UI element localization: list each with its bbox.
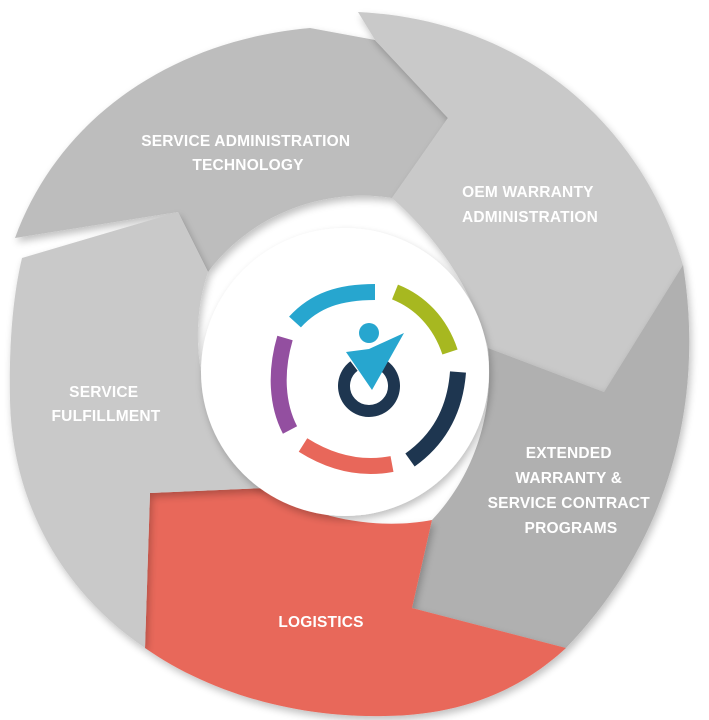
segment-label-line: OEM WARRANTY (462, 184, 594, 201)
svg-text:SERVICE ADMINISTRATION: SERVICE ADMINISTRATION TECHNOLOGY (141, 133, 355, 174)
svg-text:EXTENDED WARRANTY &: EXTENDED WARRANTY & SERVICE CONTRACT PRO… (488, 445, 655, 537)
logo-ring-arc-blue (289, 284, 376, 328)
logo-ring-arc-navy (405, 371, 466, 467)
checkmark-icon (346, 333, 404, 390)
person-head-icon (359, 323, 379, 343)
segment-label-line: SERVICE ADMINISTRATION (141, 133, 350, 150)
segment-label-line: ADMINISTRATION (462, 209, 598, 226)
segment-label-line: FULFILLMENT (52, 408, 161, 425)
segment-oem-warranty-administration: OEM WARRANTY ADMINISTRATION (358, 12, 683, 392)
segment-label-line: SERVICE CONTRACT (488, 495, 651, 512)
segment-label-line: TECHNOLOGY (192, 157, 304, 174)
segment-label-line: PROGRAMS (525, 520, 618, 537)
logo-ring-arc-purple (270, 335, 298, 434)
segment-label-line: EXTENDED (526, 445, 612, 462)
segment-logistics: LOGISTICS (145, 488, 566, 717)
segment-label-line: WARRANTY & (515, 470, 622, 487)
segment-service-administration-technology: SERVICE ADMINISTRATION TECHNOLOGY (15, 28, 448, 272)
svg-text:SERVICE FULFILLMENT: SERVICE FULFILLMENT (52, 384, 161, 425)
svg-text:LOGISTICS: LOGISTICS (278, 614, 363, 631)
hub-logo (270, 284, 466, 474)
logo-ring-arc-green (391, 284, 458, 355)
segment-extended-warranty: EXTENDED WARRANTY & SERVICE CONTRACT PRO… (412, 265, 690, 648)
svg-text:OEM WARRANTY ADMINISTR: OEM WARRANTY ADMINISTRATION (462, 184, 598, 226)
power-icon (338, 361, 400, 417)
segment-label-line: LOGISTICS (278, 614, 363, 631)
logo-ring-arc-coral (298, 438, 394, 474)
segment-service-fulfillment: SERVICE FULFILLMENT (9, 212, 266, 648)
segment-label-line: SERVICE (69, 384, 138, 401)
